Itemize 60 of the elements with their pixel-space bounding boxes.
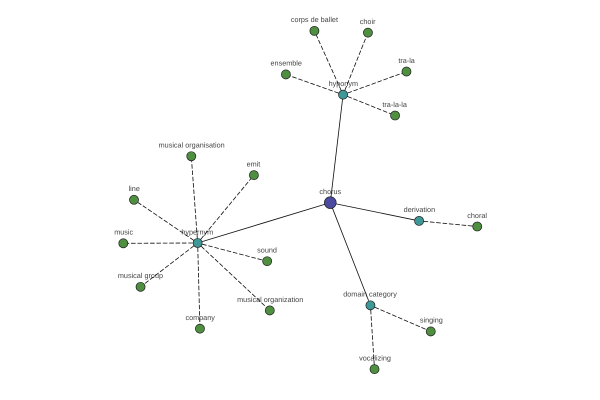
node-label: corps de ballet [290,15,338,24]
node-circle [264,306,274,316]
node-label: musical organization [236,294,303,304]
node-circle [369,364,379,374]
node-label: line [128,184,140,194]
node-label: domain category [342,290,396,299]
node-label: derivation [403,205,435,214]
connector [346,72,402,94]
node-circle [338,90,348,100]
node-label: choral [466,210,487,220]
connector [196,247,200,324]
connector [315,34,342,91]
node-circle [186,151,196,162]
connector [335,203,414,220]
node-label: ensemble [270,58,302,68]
node-circle [309,26,319,36]
node-circle [118,238,128,248]
connector [200,246,266,308]
node-circle [128,194,138,205]
connector [200,178,251,240]
node-label: vocalizing [358,353,390,362]
node-circle [194,324,204,334]
node-circle [135,282,145,292]
node-circle [425,326,436,336]
node-circle [365,300,375,310]
connector [422,220,472,226]
node-circle [280,70,290,80]
connector [137,202,194,241]
node-label: musical group [117,271,163,280]
connector [289,76,338,94]
connector [201,244,262,260]
node-label: emit [246,159,260,168]
node-circle [362,28,372,38]
connector [143,245,194,284]
node-circle [390,110,400,120]
node-label: musical organisation [158,140,224,150]
connector [344,36,366,91]
node-label: singing [419,316,442,325]
node-label: tra-la-la [382,100,406,109]
node-circle [414,216,424,226]
connector [201,204,324,242]
node-label: hyponym [328,78,358,88]
connector [127,242,193,244]
node-label: choir [359,16,375,26]
connector [330,98,342,197]
node-circle [472,222,482,232]
connector [374,306,426,330]
node-circle [324,196,336,209]
connector [346,96,391,114]
node-label: company [184,313,214,322]
connector [190,160,198,239]
node-label: music [114,228,133,237]
node-label: sound [256,246,276,255]
node-label: tra-la [398,56,414,65]
node-circle [248,170,258,180]
node-circle [192,238,202,248]
connector [370,310,374,365]
node-circle [401,66,411,76]
node-circle [262,256,272,266]
connector [332,208,369,302]
